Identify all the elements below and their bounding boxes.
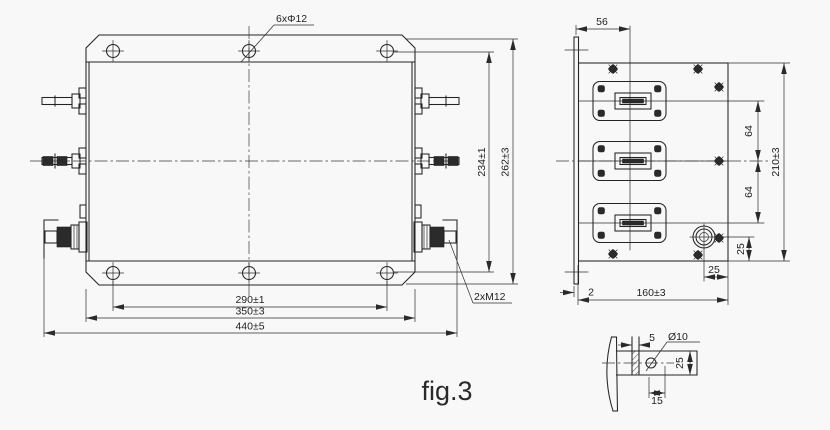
dim-hole-diameter: Ø10 (668, 331, 688, 343)
side-view-dimensions: 56 64 64 210±3 25 25 160±3 2 (560, 16, 790, 305)
dim-pitch-upper: 64 (743, 125, 755, 137)
front-right-terminals (413, 87, 460, 259)
figure-label: fig.3 (421, 376, 472, 406)
dim-flange-height: 262±3 (500, 147, 512, 176)
detail-break-line (606, 336, 619, 412)
dim-plate-thickness: 2 (588, 287, 594, 299)
stud-callout-label: 2xM12 (474, 291, 506, 303)
dim-hole-spacing-h: 290±1 (235, 294, 264, 306)
front-flange-outline (85, 34, 416, 286)
dim-depth: 160±3 (636, 287, 665, 299)
detail-busbar-tab (615, 350, 698, 376)
front-mounting-holes (101, 39, 399, 285)
side-terminal-blocks (592, 80, 667, 244)
dim-stud-from-bottom: 25 (735, 243, 747, 255)
dim-terminal-offset: 56 (596, 16, 608, 28)
front-body-edges (85, 61, 416, 262)
side-view (556, 25, 768, 285)
dim-flange-width: 350±3 (235, 306, 264, 318)
hole-callout-label: 6xΦ12 (276, 13, 307, 25)
detail-wall-section (631, 336, 640, 376)
front-left-terminals (41, 87, 88, 259)
dim-body-height: 210±3 (770, 147, 782, 176)
detail-hole (645, 357, 657, 369)
dim-hole-spacing-v: 234±1 (476, 147, 488, 176)
front-view-dimensions: 290±1 350±3 440±5 234±1 262±3 6xΦ12 2xM1… (43, 13, 518, 337)
dim-stud-from-front: 25 (708, 264, 720, 276)
dim-pitch-lower: 64 (743, 186, 755, 198)
side-back-plate (564, 36, 589, 285)
side-stud-boss (689, 223, 755, 282)
dim-tab-width: 25 (674, 357, 686, 369)
dim-overall-width: 440±5 (235, 321, 264, 333)
dim-tab-thickness: 5 (649, 332, 655, 344)
dim-hole-offset: 15 (651, 395, 663, 407)
stud-callout: 2xM12 (448, 239, 512, 304)
front-view (30, 26, 460, 296)
detail-view (602, 336, 698, 412)
hole-callout: 6xΦ12 (240, 13, 314, 63)
side-body-outline (577, 62, 729, 262)
detail-view-dimensions: 5 Ø10 25 15 (618, 331, 700, 407)
